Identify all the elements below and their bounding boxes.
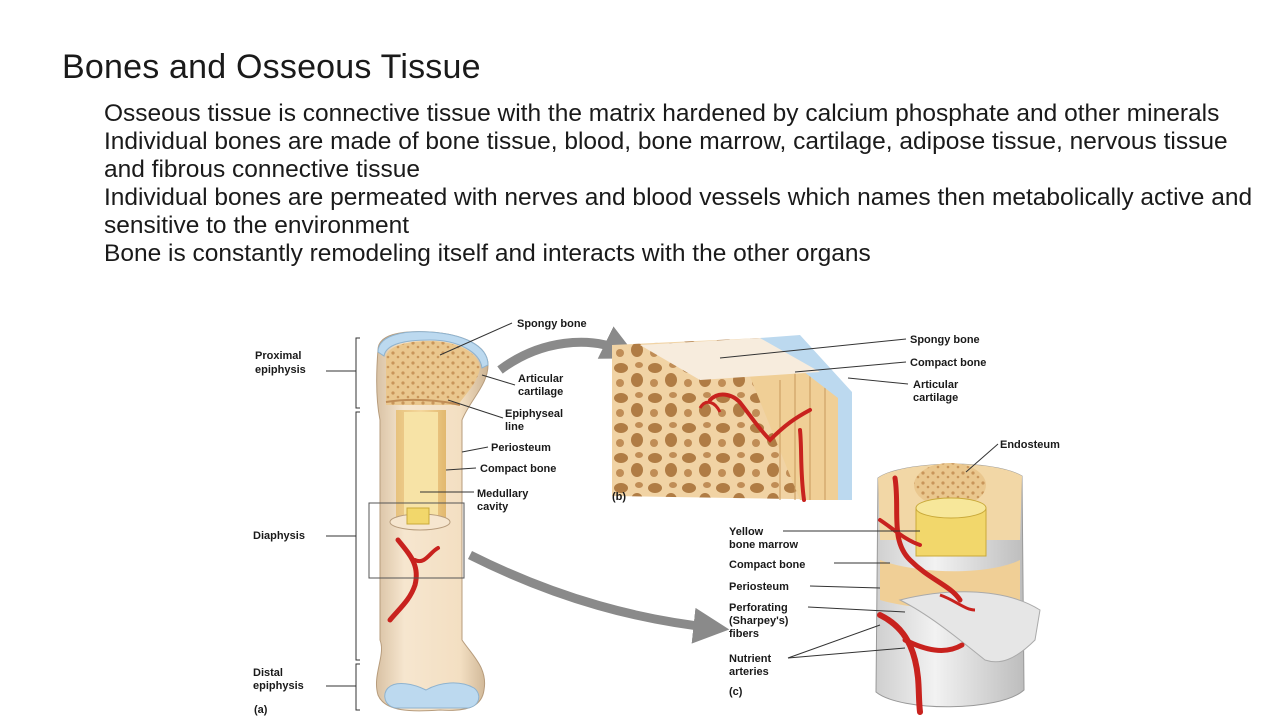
bullet-item: Individual bones are made of bone tissue…: [104, 128, 1254, 184]
label-medullary-cavity: cavity: [477, 501, 509, 513]
bone-cross-section: [876, 463, 1040, 712]
label-a-articular: Articular: [518, 373, 564, 385]
region-brackets: [326, 338, 360, 710]
panel-b-leaders: [720, 339, 908, 384]
bullet-list: Osseous tissue is connective tissue with…: [104, 100, 1254, 268]
label-distal: Distal: [253, 667, 283, 679]
label-a-spongy-bone: Spongy bone: [517, 318, 587, 330]
label-yellow-bone-marrow: bone marrow: [729, 539, 799, 551]
label-distal-epiphysis: epiphysis: [253, 680, 304, 692]
panel-a-leaders: [420, 323, 515, 492]
label-endosteum: Endosteum: [1000, 439, 1060, 451]
label-b-compact-bone: Compact bone: [910, 357, 986, 369]
label-nutrient: Nutrient: [729, 653, 772, 665]
label-a-articular-cartilage: cartilage: [518, 386, 563, 398]
bullet-item: Osseous tissue is connective tissue with…: [104, 100, 1254, 128]
label-medullary: Medullary: [477, 488, 529, 500]
label-nutrient-arteries: arteries: [729, 666, 769, 678]
long-bone-drawing: [369, 332, 488, 711]
label-sharpeys: (Sharpey's): [729, 615, 789, 627]
label-c-compact-bone: Compact bone: [729, 559, 805, 571]
spongy-bone-detail: [612, 335, 852, 500]
figure-labels: Proximal epiphysis Diaphysis Distal epip…: [253, 318, 1060, 716]
label-a-periosteum: Periosteum: [491, 442, 551, 454]
label-b-articular-cartilage: cartilage: [913, 392, 958, 404]
label-proximal-epiphysis: epiphysis: [255, 364, 306, 376]
label-epiphyseal: Epiphyseal: [505, 408, 563, 420]
label-a-compact-bone: Compact bone: [480, 463, 556, 475]
caption-a: (a): [254, 704, 268, 716]
arrow-to-c: [470, 555, 715, 628]
caption-c: (c): [729, 686, 743, 698]
label-perforating: Perforating: [729, 602, 788, 614]
arrow-to-b: [500, 342, 625, 370]
label-fibers: fibers: [729, 628, 759, 640]
label-diaphysis: Diaphysis: [253, 530, 305, 542]
label-b-articular: Articular: [913, 379, 959, 391]
label-epiphyseal-line: line: [505, 421, 524, 433]
label-c-periosteum: Periosteum: [729, 581, 789, 593]
label-proximal: Proximal: [255, 350, 301, 362]
bullet-item: Individual bones are permeated with nerv…: [104, 184, 1254, 240]
bullet-item: Bone is constantly remodeling itself and…: [104, 240, 1254, 268]
slide-title: Bones and Osseous Tissue: [62, 48, 481, 87]
panel-c-leaders: [783, 444, 998, 658]
label-b-spongy-bone: Spongy bone: [910, 334, 980, 346]
caption-b: (b): [612, 491, 626, 503]
label-yellow: Yellow: [729, 526, 764, 538]
